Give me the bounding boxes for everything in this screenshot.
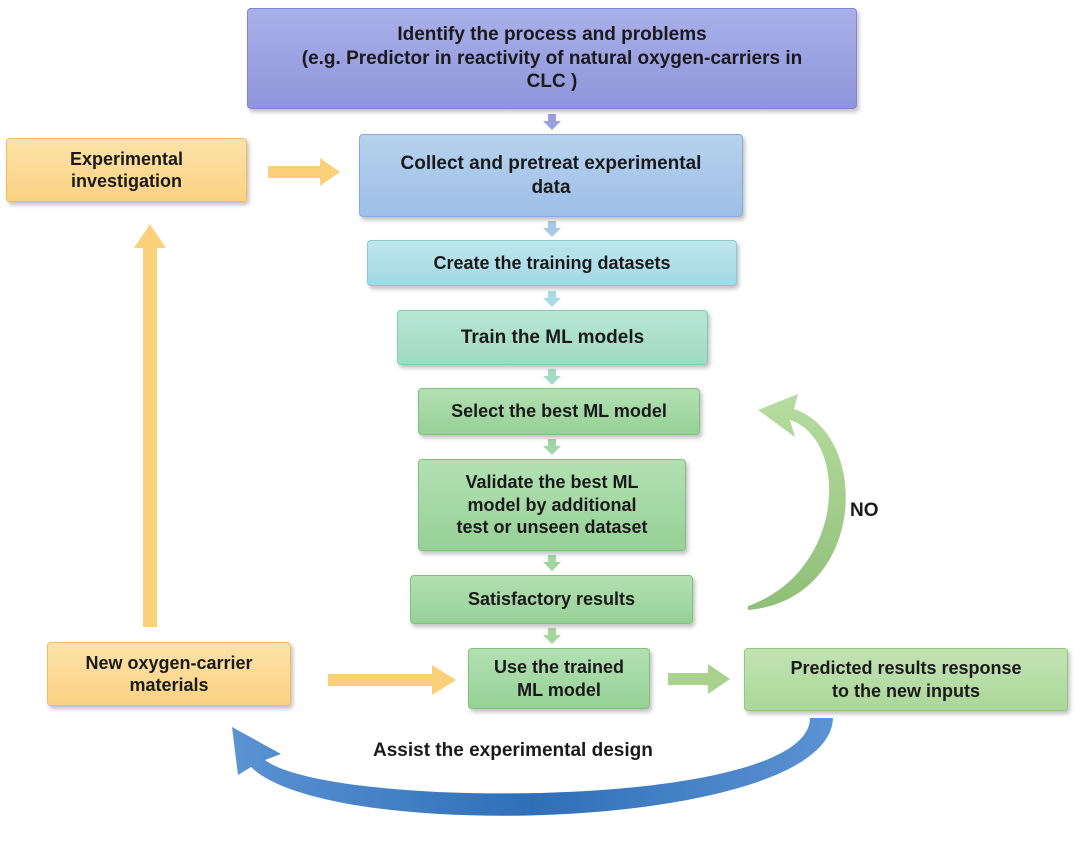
predicted-line-1: Predicted results response [790,658,1022,678]
identify-line-1: Identify the process and problems [397,23,707,45]
select-line-1: Select the best ML model [451,401,667,422]
create-line-1: Create the training datasets [433,252,671,273]
predicted-line-2: to the new inputs [832,680,980,701]
train-line-1: Train the ML models [460,326,645,348]
down-arrow-1 [543,114,561,130]
identify-line-3: CLC ) [526,71,578,93]
experimental-line-1: Experimental [69,148,184,169]
satisfactory-results-box: Satisfactory results [410,575,693,624]
train-models-box: Train the ML models [397,310,708,365]
assist-loop-arrow [232,718,833,816]
new-materials-line-1: New oxygen-carrier [85,652,253,673]
satisfactory-line-1: Satisfactory results [467,589,636,610]
use-trained-model-box: Use the trained ML model [468,648,650,709]
no-loop-arrow [748,394,846,610]
collect-line-2: data [531,176,571,198]
new-materials-box: New oxygen-carrier materials [47,642,291,706]
validate-line-3: test or unseen dataset [456,517,648,538]
use-line-2: ML model [517,679,601,700]
down-arrow-4 [543,369,561,385]
identify-process-box: Identify the process and problems (e.g. … [247,8,857,109]
no-label: NO [850,500,879,521]
collect-data-box: Collect and pretreat experimental data [359,134,743,217]
down-arrow-5 [543,439,561,455]
arrow-to-experimental [134,224,166,627]
validate-model-box: Validate the best ML model by additional… [418,459,686,551]
down-arrow-2 [543,221,561,237]
experimental-investigation-box: Experimental investigation [6,138,247,202]
new-materials-line-2: materials [129,675,209,695]
predicted-results-box: Predicted results response to the new in… [744,648,1068,711]
down-arrow-3 [543,291,561,307]
identify-line-2: (e.g. Predictor in reactivity of natural… [301,47,803,69]
experimental-line-2: investigation [70,171,182,191]
validate-line-2: model by additional [467,494,637,515]
arrow-to-collect [268,158,340,186]
arrow-to-use-model [328,665,456,695]
collect-line-1: Collect and pretreat experimental [400,152,702,174]
select-best-model-box: Select the best ML model [418,388,700,435]
down-arrow-6 [543,555,561,571]
arrow-to-predicted [668,664,730,694]
validate-line-1: Validate the best ML [465,472,639,493]
use-line-1: Use the trained [493,657,625,677]
assist-label: Assist the experimental design [373,740,653,761]
down-arrow-7 [543,628,561,644]
create-datasets-box: Create the training datasets [367,240,737,286]
